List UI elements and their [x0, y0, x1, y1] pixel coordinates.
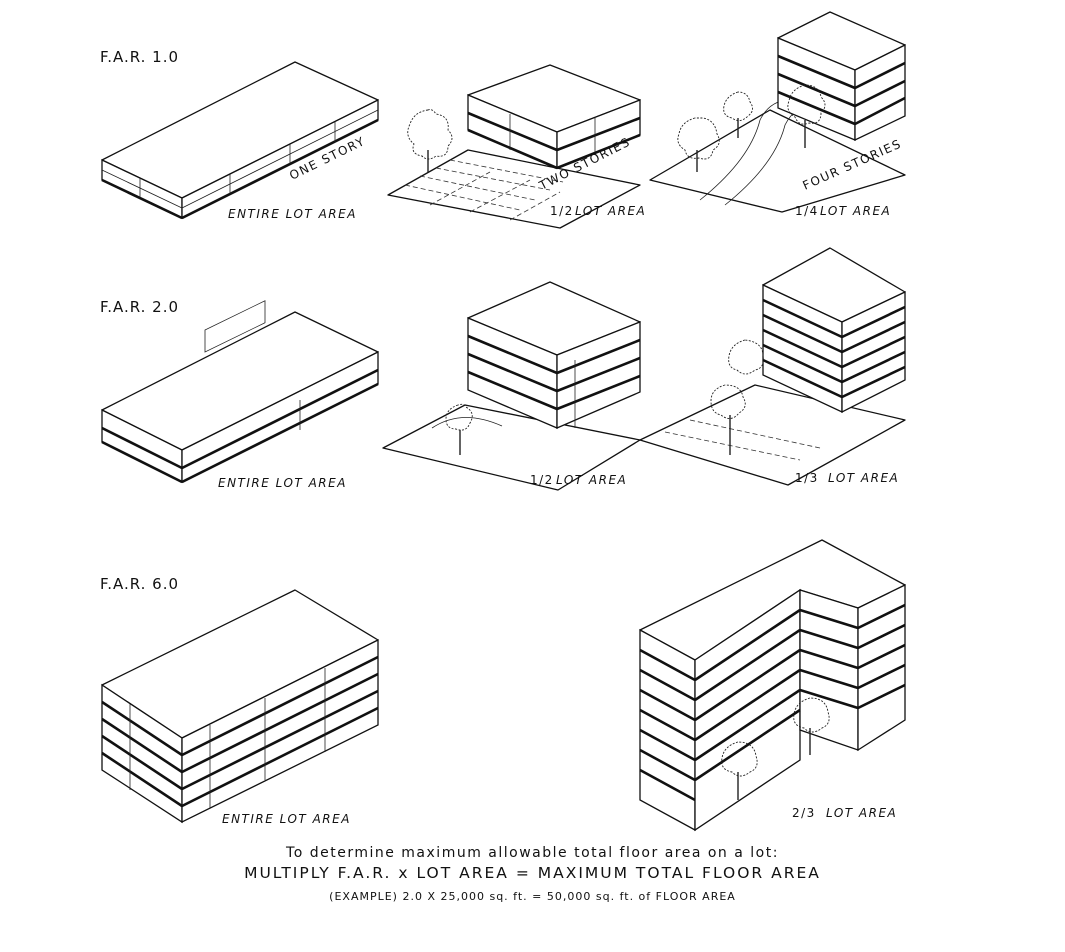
- lot-label-entire-2: ENTIRE LOT AREA: [218, 476, 347, 490]
- far-label-1: F.A.R. 1.0: [100, 48, 180, 66]
- lot-four-stories: [649, 99, 906, 213]
- building-far2-half: [467, 281, 641, 429]
- building-far2-entire: [101, 300, 379, 484]
- far-label-2: F.A.R. 2.0: [100, 298, 180, 316]
- fraction-half-2: 1/2: [530, 473, 554, 487]
- tree-icon: [787, 84, 826, 148]
- lot-label-two-thirds: LOT AREA: [826, 806, 897, 820]
- lot-label-entire-3: ENTIRE LOT AREA: [222, 812, 351, 826]
- fraction-third: 1/3: [795, 471, 819, 485]
- footer-line-1: To determine maximum allowable total flo…: [286, 845, 779, 861]
- footer-line-3: (EXAMPLE) 2.0 X 25,000 sq. ft. = 50,000 …: [329, 890, 736, 903]
- building-far6-entire: [101, 589, 379, 824]
- lot-label-third: LOT AREA: [828, 471, 899, 485]
- tree-icon: [677, 117, 720, 172]
- building-two-stories: [467, 64, 641, 170]
- fraction-half-1: 1/2: [550, 204, 574, 218]
- lot-label-half-1: LOT AREA: [575, 204, 646, 218]
- building-four-stories: [777, 11, 906, 142]
- tree-icon: [721, 741, 758, 800]
- building-one-story: [101, 61, 379, 220]
- fraction-two-thirds: 2/3: [792, 806, 816, 820]
- lot-two-stories: [387, 149, 641, 229]
- fraction-quarter: 1/4: [795, 204, 819, 218]
- tree-icon: [723, 91, 753, 138]
- tree-icon: [407, 109, 453, 172]
- tree-icon: [710, 339, 764, 455]
- tree-icon: [445, 403, 473, 455]
- lot-label-quarter: LOT AREA: [820, 204, 891, 218]
- lot-label-entire-1: ENTIRE LOT AREA: [228, 207, 357, 221]
- footer-line-2: MULTIPLY F.A.R. x LOT AREA = MAXIMUM TOT…: [244, 864, 821, 882]
- lot-label-half-2: LOT AREA: [556, 473, 627, 487]
- building-far2-third: [762, 247, 906, 414]
- tree-icon: [793, 697, 830, 755]
- far-label-3: F.A.R. 6.0: [100, 575, 180, 593]
- building-far6-two-thirds: [639, 539, 906, 832]
